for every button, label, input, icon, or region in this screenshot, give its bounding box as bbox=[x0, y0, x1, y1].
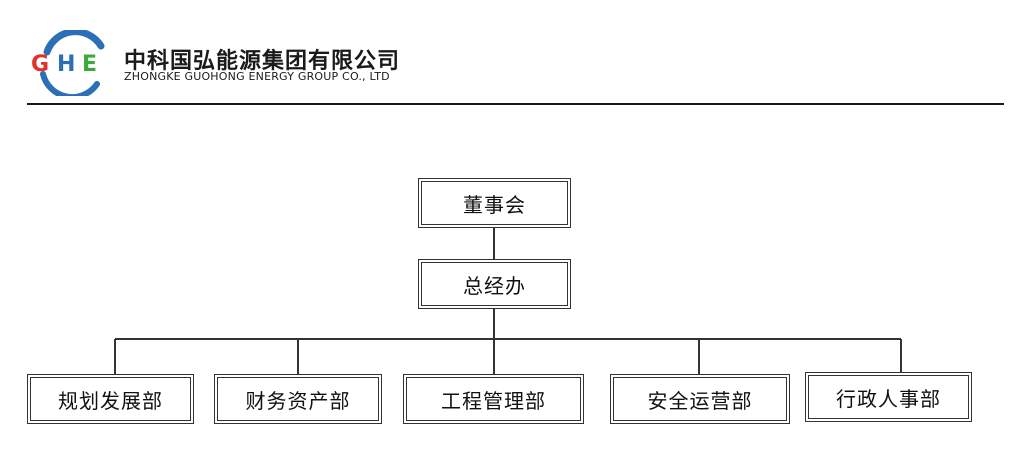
org-node-dept-safety: 安全运营部 bbox=[610, 374, 790, 424]
svg-text:G: G bbox=[31, 52, 49, 77]
org-node-label: 工程管理部 bbox=[441, 388, 546, 413]
org-node-board: 董事会 bbox=[418, 178, 571, 228]
company-logo: G H E bbox=[31, 30, 105, 96]
org-node-label: 董事会 bbox=[463, 192, 526, 217]
company-name-en: ZHONGKE GUOHONG ENERGY GROUP CO., LTD bbox=[124, 70, 390, 83]
svg-text:H: H bbox=[57, 52, 75, 77]
org-node-gm-office: 总经办 bbox=[418, 259, 571, 309]
org-node-dept-engineering: 工程管理部 bbox=[403, 374, 584, 424]
org-node-label: 规划发展部 bbox=[58, 388, 163, 413]
header-divider bbox=[27, 103, 1004, 105]
svg-text:E: E bbox=[82, 52, 97, 77]
company-name-cn: 中科国弘能源集团有限公司 bbox=[124, 49, 401, 74]
org-node-dept-finance: 财务资产部 bbox=[214, 374, 382, 424]
org-node-dept-planning: 规划发展部 bbox=[27, 374, 194, 424]
org-node-label: 行政人事部 bbox=[836, 386, 941, 411]
org-node-dept-hr: 行政人事部 bbox=[805, 372, 972, 422]
org-node-label: 总经办 bbox=[463, 273, 526, 298]
org-node-label: 安全运营部 bbox=[647, 388, 753, 413]
org-node-label: 财务资产部 bbox=[245, 388, 351, 413]
